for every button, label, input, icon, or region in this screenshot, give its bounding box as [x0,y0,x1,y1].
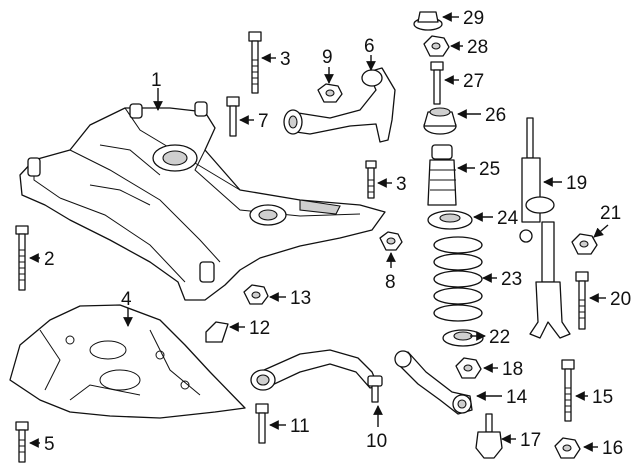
lower-arm-part [250,349,383,403]
bolt-20 [575,271,589,330]
bolt-5 [15,421,29,463]
bolt-3a [248,31,262,94]
cap-29 [413,11,443,31]
bolt-2 [15,225,29,291]
callout-3b: 3 [396,174,407,195]
nut-8 [379,231,403,251]
callout-3a: 3 [280,49,291,70]
callout-10: 10 [366,431,387,452]
callout-17: 17 [520,430,541,451]
bolt-15 [561,359,575,422]
bump-stop-25 [427,144,457,206]
shock-absorber-part [519,117,571,339]
callout-18: 18 [502,359,523,380]
ball-joint-part [475,413,503,459]
callout-28: 28 [467,37,488,58]
callout-20: 20 [610,289,631,310]
nut-21 [571,233,598,255]
callout-5: 5 [44,434,55,455]
nut-28 [423,35,450,57]
callout-26: 26 [485,105,506,126]
callout-14: 14 [506,387,528,408]
callout-23: 23 [501,269,522,290]
bolt-11 [255,403,269,444]
splash-shield-part [9,304,246,419]
nut-9 [317,83,343,103]
callout-13: 13 [290,288,311,309]
bolt-3b [365,160,377,199]
nut-13 [243,284,269,305]
coil-spring-23 [433,236,483,322]
upper-arm-part [283,67,396,143]
callout-1: 1 [151,70,162,91]
bolt-7 [226,96,240,137]
callout-29: 29 [463,8,484,29]
callout-9: 9 [322,47,333,68]
callout-25: 25 [479,159,500,180]
callout-11: 11 [290,416,310,437]
spring-seat-24 [427,210,473,230]
callout-24: 24 [497,208,519,229]
spring-seat-22 [442,329,484,347]
callout-16: 16 [602,438,623,459]
callout-4: 4 [121,289,132,310]
callout-8: 8 [385,272,396,293]
strut-mount-26 [423,107,457,135]
callout-27: 27 [463,71,484,92]
nut-16 [554,437,581,459]
strut-arm-part [394,350,473,415]
subframe-part [19,101,386,301]
leader-lines [29,12,609,452]
bracket-12 [205,321,229,343]
nut-18 [455,357,482,379]
callout-2: 2 [44,249,55,270]
callout-22: 22 [489,327,510,348]
callout-15: 15 [592,387,613,408]
callout-19: 19 [566,173,587,194]
bolt-27 [430,61,444,105]
callout-12: 12 [249,318,270,339]
callout-6: 6 [364,36,375,57]
callout-7: 7 [258,111,269,132]
callout-21: 21 [600,203,621,224]
